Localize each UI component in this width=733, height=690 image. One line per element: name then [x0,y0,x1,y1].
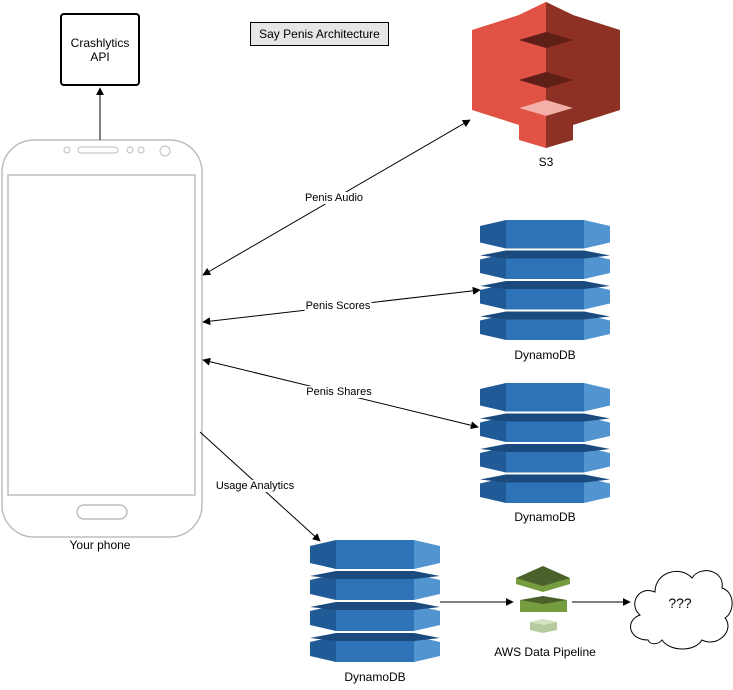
aws-data-pipeline-icon [516,566,570,633]
phone-icon [1,139,203,538]
dynamodb-icon [480,220,610,340]
edge-label-usage-analytics: Usage Analytics [214,480,296,492]
phone-label: Your phone [69,538,131,552]
s3-label: S3 [538,155,554,169]
crashlytics-label: Crashlytics [70,35,130,50]
edge-label-penis-shares: Penis Shares [305,386,373,398]
aws-data-pipeline-label: AWS Data Pipeline [494,645,596,659]
edge-label-penis-audio: Penis Audio [303,192,365,204]
crashlytics-api-box: Crashlytics API [60,13,140,86]
edge-label-penis-scores: Penis Scores [304,300,372,312]
dynamodb-shares-label: DynamoDB [514,510,576,524]
s3-bucket-icon [472,2,620,148]
dynamodb-icon [310,540,440,662]
dynamodb-icon [480,383,610,503]
cloud-icon [630,570,733,650]
cloud-label: ??? [668,595,692,611]
diagram-title: Say Penis Architecture [250,22,389,46]
dynamodb-analytics-label: DynamoDB [344,670,406,684]
dynamodb-scores-label: DynamoDB [514,348,576,362]
crashlytics-api-label: API [90,49,110,64]
